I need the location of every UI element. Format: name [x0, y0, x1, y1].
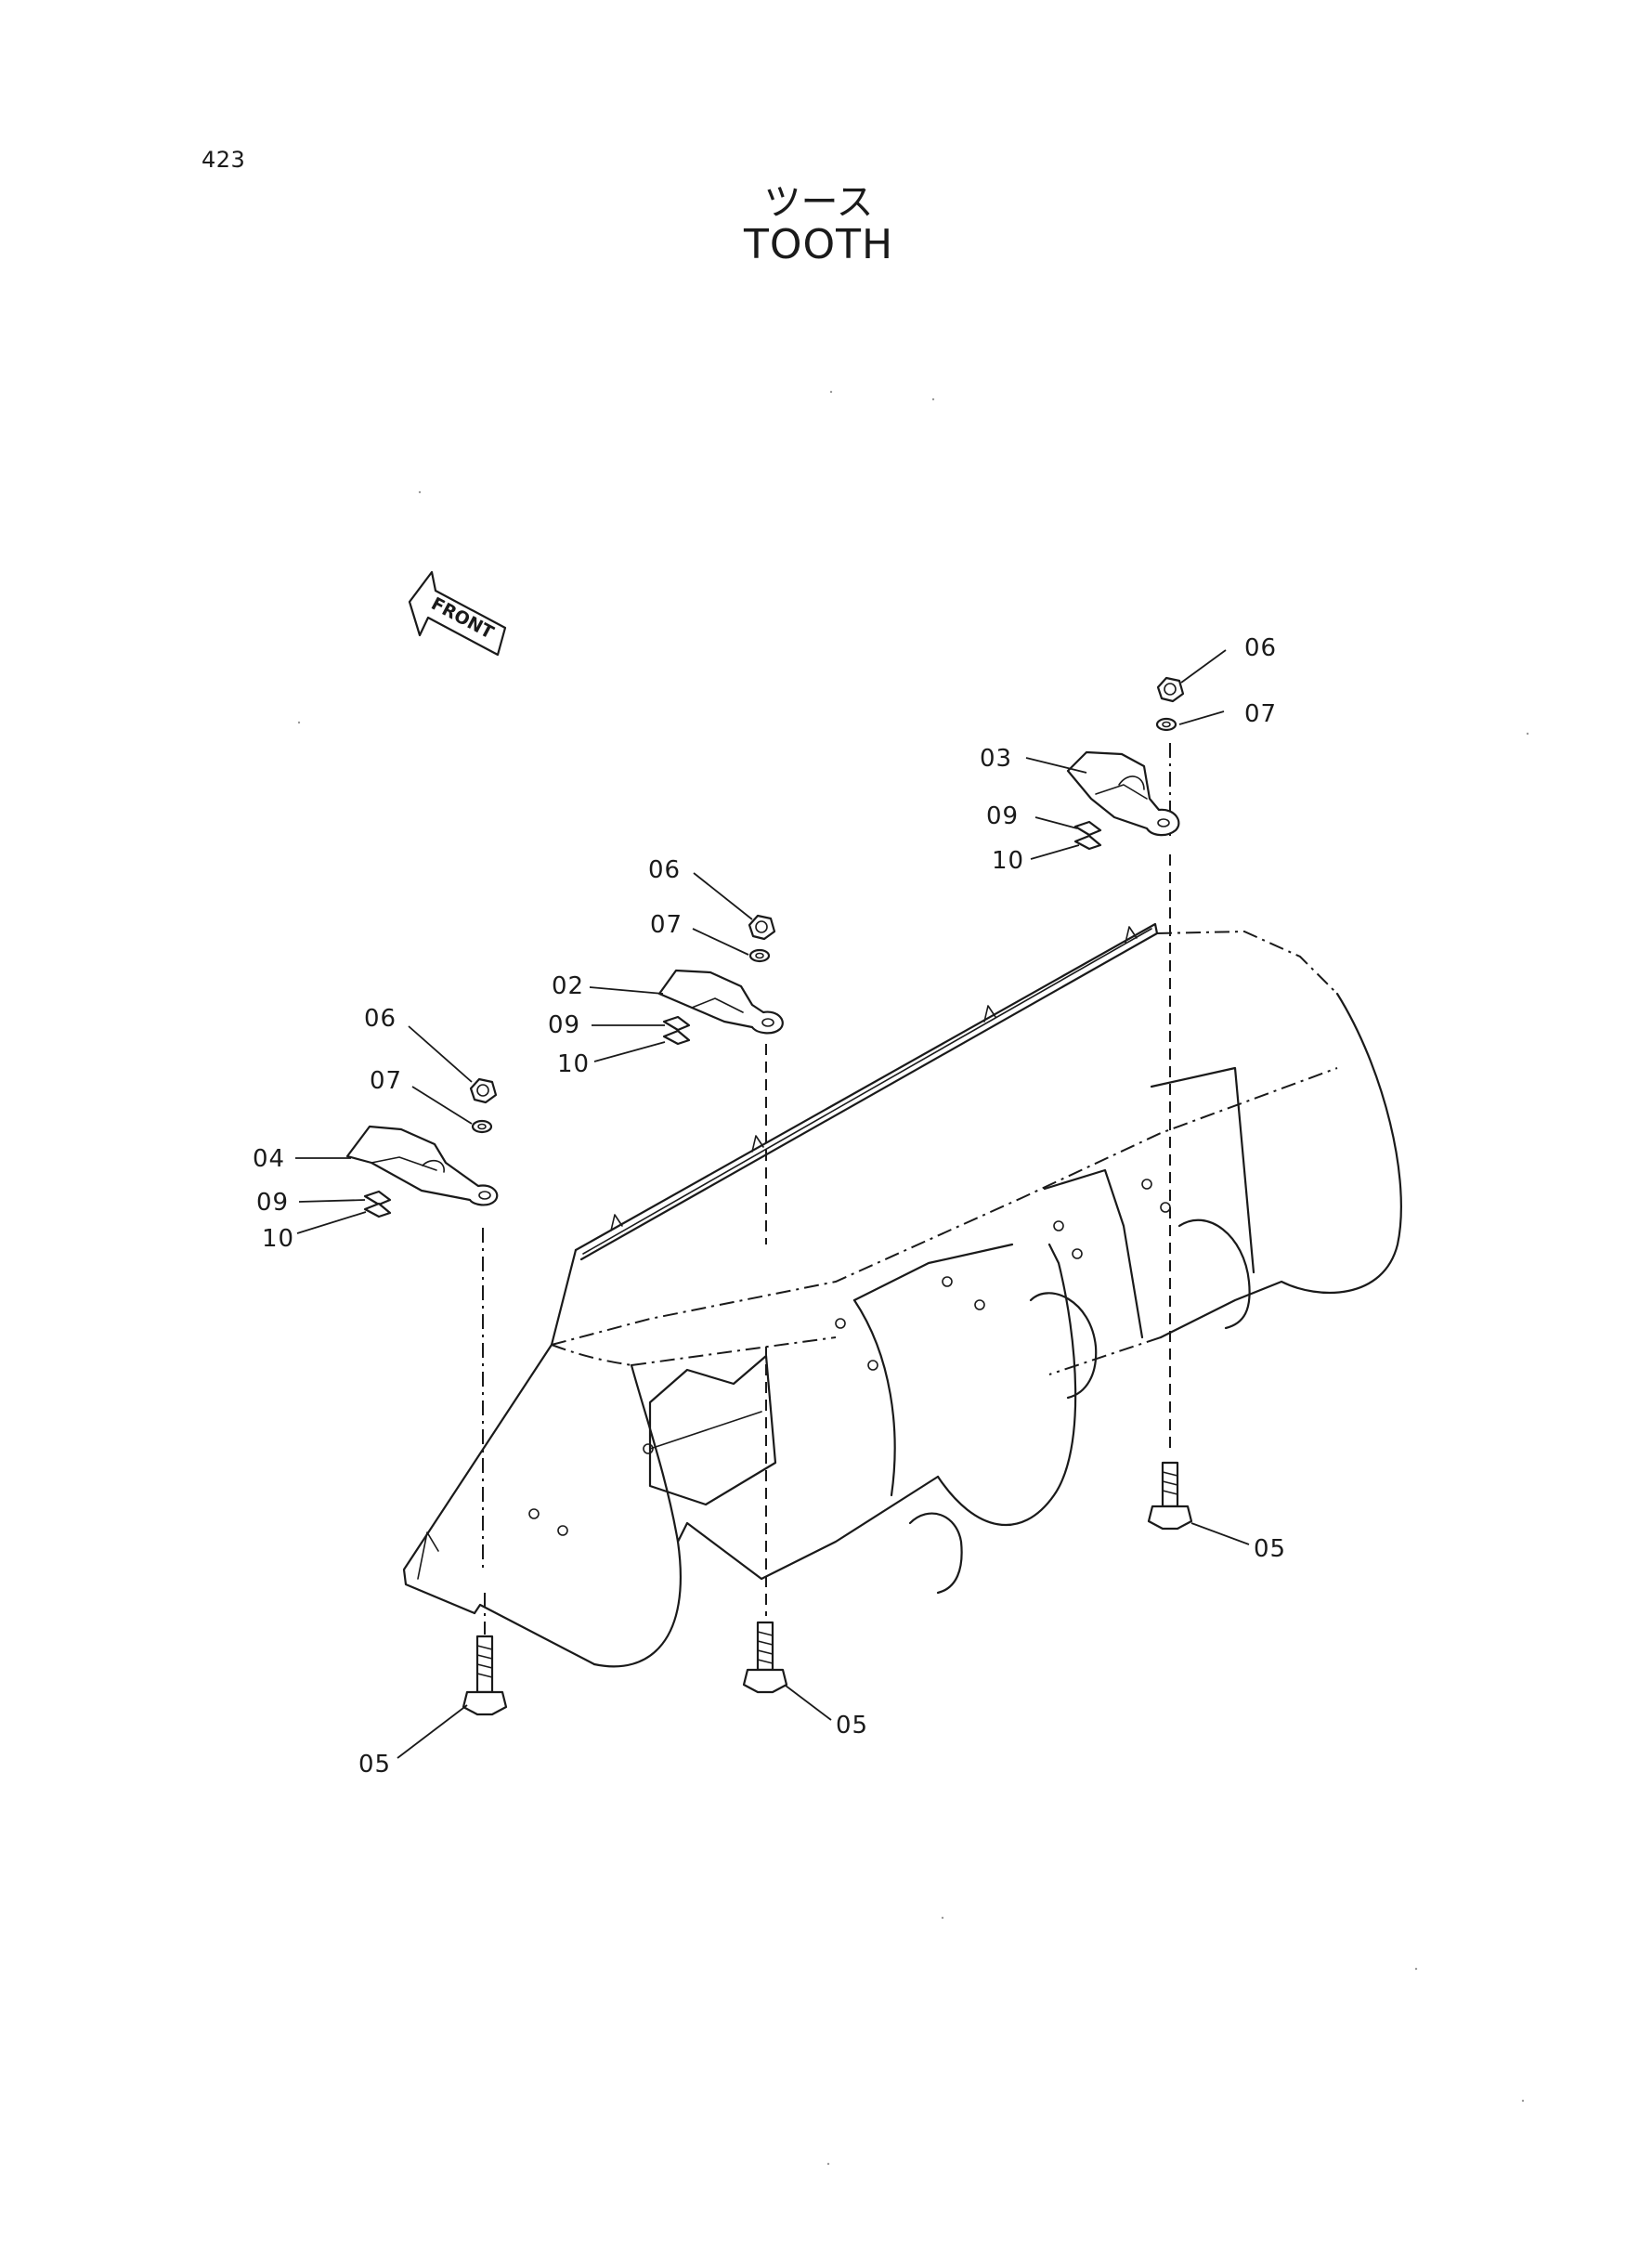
callout-right-10: 10: [992, 847, 1024, 875]
callout-bolt-middle-05: 05: [836, 1712, 868, 1739]
callout-right-09: 09: [986, 802, 1019, 830]
callout-bolt-right-05: 05: [1254, 1535, 1286, 1563]
callout-left-04: 04: [253, 1145, 285, 1173]
callout-left-07: 07: [370, 1067, 402, 1095]
tooth-adapter-right: [1066, 676, 1185, 851]
bolt-right: [1147, 1461, 1193, 1531]
front-arrow-icon: FRONT: [408, 570, 507, 657]
callout-right-03: 03: [980, 745, 1012, 773]
leader-lines: [295, 649, 1250, 1759]
callout-left-10: 10: [262, 1225, 294, 1253]
callout-middle-07: 07: [650, 911, 683, 939]
page-number: 423: [202, 147, 246, 173]
callout-middle-10: 10: [557, 1050, 590, 1078]
bolt-left: [462, 1635, 508, 1716]
tooth-adapter-left: [345, 1077, 499, 1218]
callout-labels: 06 07 03 09 10 06 07 02 09 10 06 07 04 0…: [253, 634, 1286, 1778]
bucket-body: [402, 922, 1402, 1668]
callout-bolt-left-05: 05: [358, 1751, 391, 1778]
tooth-adapter-middle: [657, 914, 784, 1046]
callout-right-07: 07: [1244, 700, 1277, 728]
callout-middle-09: 09: [548, 1011, 580, 1039]
title-japanese: ツース: [763, 181, 874, 224]
callout-left-09: 09: [256, 1189, 289, 1217]
callout-middle-02: 02: [552, 972, 584, 1000]
title-english: TOOTH: [743, 221, 894, 268]
bolt-middle: [742, 1621, 788, 1694]
callout-middle-06: 06: [648, 856, 681, 884]
callout-left-06: 06: [364, 1005, 397, 1033]
callout-right-06: 06: [1244, 634, 1277, 662]
scan-specks: [297, 390, 1529, 2166]
